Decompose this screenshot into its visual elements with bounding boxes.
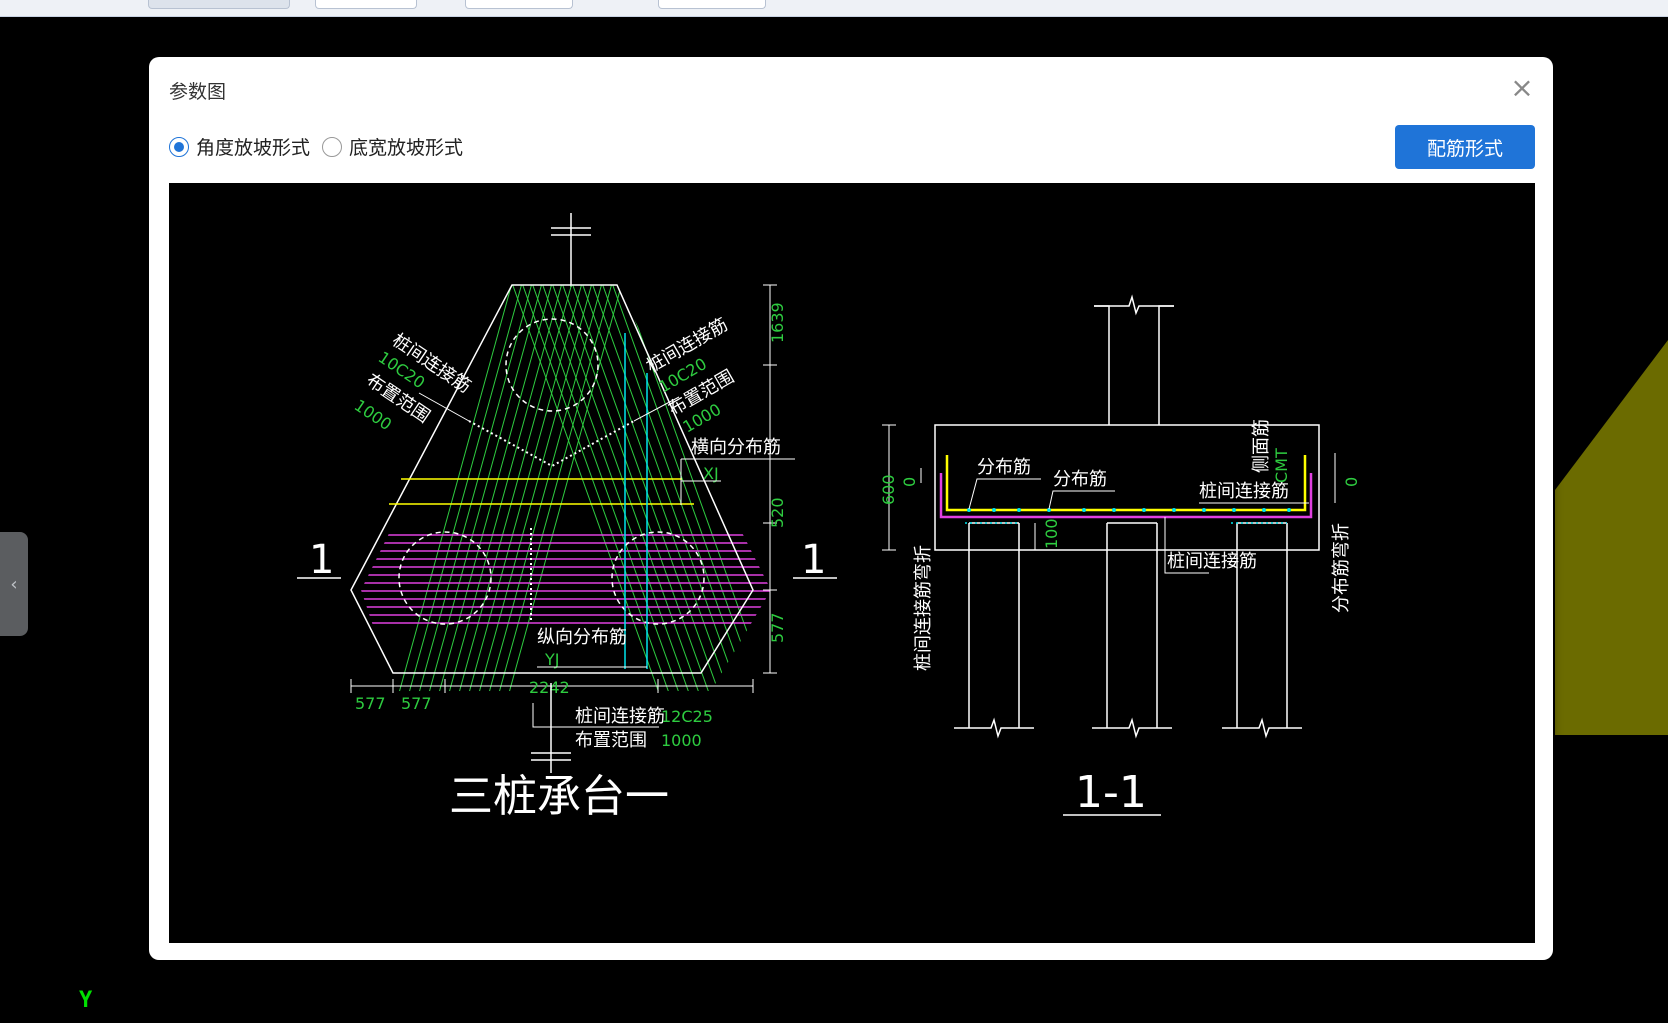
radio-width-slope[interactable]: 底宽放坡形式 (322, 133, 463, 160)
radio-width-slope-label: 底宽放坡形式 (349, 137, 464, 159)
section-dim-0-b: 0 (1342, 477, 1361, 487)
transverse-rebar-label: 横向分布筋 (691, 437, 781, 458)
top-toolbar (0, 0, 1668, 17)
toolbar-tab-1[interactable] (148, 0, 290, 9)
dim-577-a: 577 (355, 694, 386, 713)
yj-label: YJ (544, 650, 560, 669)
section-pile-conn-label-1: 桩间连接筋 (1199, 481, 1289, 502)
dialog-title: 参数图 (169, 81, 227, 103)
section-dim-0-a: 0 (900, 477, 919, 487)
section-mark-left: 1 (309, 537, 334, 583)
cad-drawing: 1 1 桩间连接筋 10C20 布置范围 1000 (297, 213, 1361, 822)
section-dim-600: 600 (879, 474, 898, 505)
pile-right (611, 531, 705, 625)
pile-left (398, 531, 492, 625)
plan-bottom-label-2: 布置范围 (575, 730, 647, 751)
plan-bottom-label-2-val: 1000 (661, 731, 702, 750)
longitudinal-rebar-label: 纵向分布筋 (537, 627, 627, 648)
chevron-left-icon: ‹ (10, 573, 18, 595)
toolbar-tab-3[interactable] (465, 0, 573, 9)
toolbar-tab-4[interactable] (658, 0, 766, 9)
axis-y-label: Y (79, 988, 93, 1013)
dim-1639: 1639 (768, 302, 787, 343)
toolbar-tab-2[interactable] (315, 0, 417, 9)
section-cap (934, 424, 1320, 551)
slope-form-radio-group: 角度放坡形式 底宽放坡形式 (169, 133, 475, 160)
parameter-diagram-dialog: 参数图 × 角度放坡形式 底宽放坡形式 配筋形式 (149, 57, 1553, 960)
dim-520: 520 (768, 497, 787, 528)
radio-unchecked-icon[interactable] (322, 136, 343, 157)
section-view: 分布筋 分布筋 桩间连接筋 桩间连接筋 侧面筋 CMT 桩间连接筋弯折 分布筋弯… (879, 294, 1361, 818)
section-right-vertical-label: 分布筋弯折 (1331, 523, 1352, 613)
section-title: 1-1 (1075, 767, 1147, 818)
plan-title: 三桩承台一 (449, 771, 669, 822)
diagonal-rebar-bands (361, 285, 771, 691)
section-dim-100: 100 (1042, 518, 1061, 549)
side-panel-toggle[interactable]: ‹ (0, 532, 28, 636)
section-mark-right: 1 (801, 537, 826, 583)
section-dist-label-1: 分布筋 (977, 457, 1031, 478)
plan-bottom-label-1-val: 12C25 (661, 707, 713, 726)
radio-checked-icon[interactable] (169, 136, 189, 157)
section-dist-label-2: 分布筋 (1053, 469, 1107, 490)
section-pile-conn-label-2: 桩间连接筋 (1167, 551, 1257, 572)
close-icon[interactable]: × (1510, 71, 1534, 104)
plan-bottom-label-1: 桩间连接筋 (575, 706, 665, 727)
dim-577-vertical: 577 (768, 612, 787, 643)
xj-label: XJ (703, 464, 719, 483)
section-side-rebar-label: 侧面筋 (1251, 419, 1272, 473)
radio-angle-slope-label: 角度放坡形式 (196, 137, 311, 159)
rebar-form-button[interactable]: 配筋形式 (1395, 125, 1535, 169)
pile-cap-outline (350, 284, 754, 674)
section-cmt-label: CMT (1272, 448, 1291, 483)
drawing-canvas: 1 1 桩间连接筋 10C20 布置范围 1000 (169, 183, 1535, 943)
section-left-vertical-label: 桩间连接筋弯折 (913, 545, 934, 671)
plan-view: 1 1 桩间连接筋 10C20 布置范围 1000 (297, 213, 837, 822)
radio-angle-slope[interactable]: 角度放坡形式 (169, 133, 310, 160)
dim-2242: 2242 (529, 678, 570, 697)
pile-top (505, 318, 599, 412)
dim-577-b: 577 (401, 694, 432, 713)
